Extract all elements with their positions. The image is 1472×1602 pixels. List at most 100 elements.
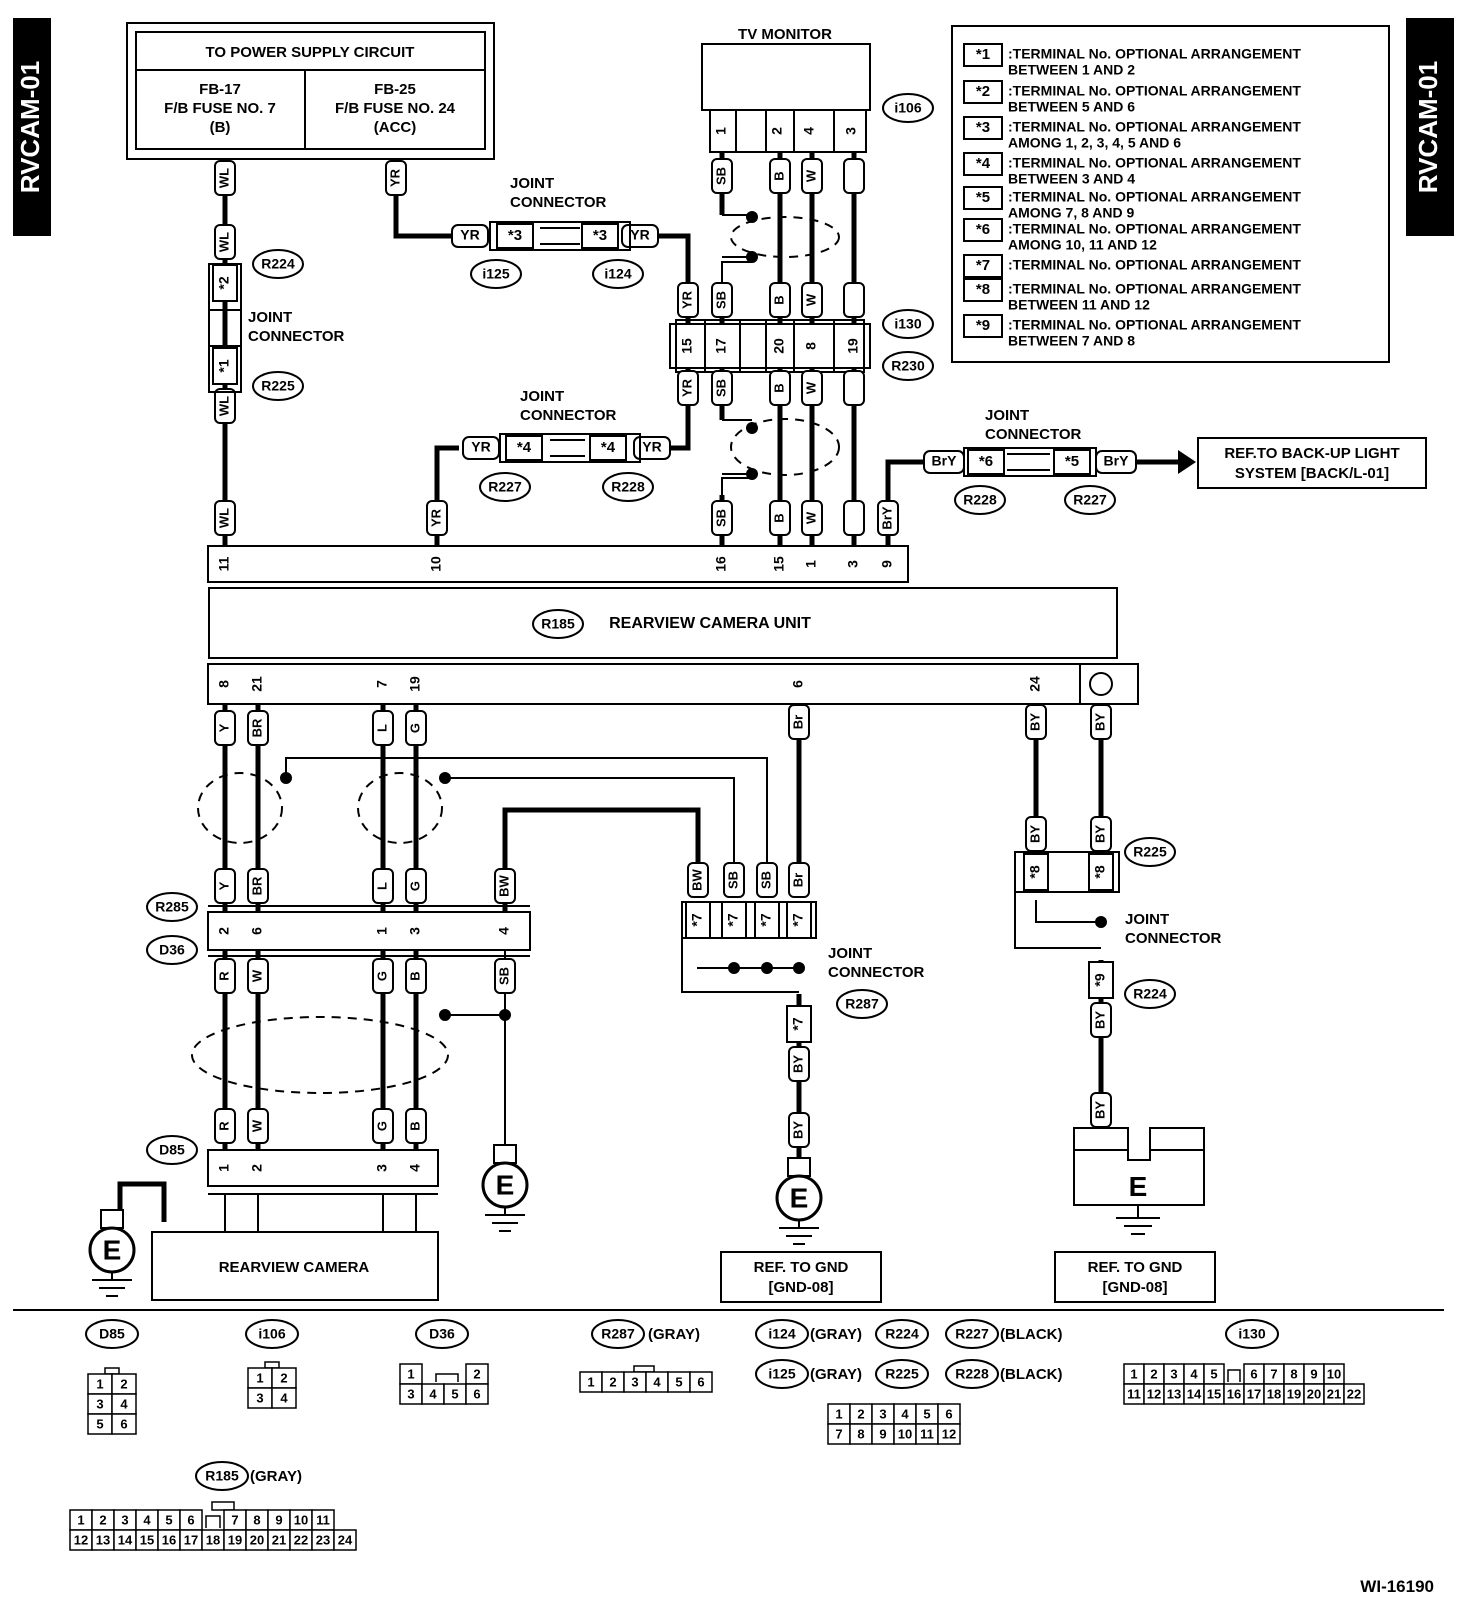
- wire-color-label: G: [372, 958, 394, 994]
- pin-number: 9: [275, 1512, 282, 1527]
- wire-color-label: [843, 158, 865, 194]
- connector-tag-text: R227: [488, 479, 522, 495]
- legend-row: *8:TERMINAL No. OPTIONAL ARRANGEMENTBETW…: [963, 278, 1301, 313]
- arrangement-marker: *7: [754, 901, 780, 939]
- pin-number: 18: [206, 1532, 220, 1547]
- pin-number: 6: [473, 1386, 480, 1401]
- pinout-note: (GRAY): [810, 1326, 862, 1343]
- pin-number: 12: [1147, 1386, 1161, 1401]
- wire-color-label: SB: [711, 500, 733, 536]
- marker-text: *8: [1092, 865, 1108, 878]
- legend-row: *3:TERMINAL No. OPTIONAL ARRANGEMENTAMON…: [963, 116, 1301, 151]
- wire-color-label: B: [769, 158, 791, 194]
- arrangement-marker: *8: [1088, 853, 1114, 891]
- marker-text: *3: [508, 227, 522, 244]
- ground-letter: E: [1129, 1171, 1148, 1202]
- connector-pinout-grid: 13: [399, 1363, 423, 1405]
- legend-key: *2: [976, 83, 990, 100]
- tv-monitor: TV MONITOR 1 2 4 3: [701, 26, 871, 153]
- connector-tag-r225: R225: [1124, 837, 1176, 867]
- arrangement-marker: *2: [212, 264, 238, 302]
- wire-color-text: BY: [790, 1055, 805, 1073]
- wire-color-label: G: [405, 710, 427, 746]
- unit-pin: 16: [713, 556, 729, 572]
- camera-title: REARVIEW CAMERA: [219, 1259, 370, 1276]
- pin-number: 12: [74, 1532, 88, 1547]
- unit-pin: 10: [428, 556, 444, 572]
- wire-color-label: YR: [633, 436, 671, 460]
- wire-color-text: W: [803, 169, 818, 182]
- i130-pin: 15: [679, 338, 695, 354]
- side-tab-right: RVCAM-01: [1406, 18, 1454, 236]
- pin-number: 3: [256, 1390, 263, 1405]
- connector-tag-i125: i125: [470, 259, 522, 289]
- wire-color-label: BY: [1090, 816, 1112, 852]
- wire-color-label: SB: [723, 862, 745, 898]
- pin-number: 4: [429, 1386, 437, 1401]
- pin-number: 3: [121, 1512, 128, 1527]
- i130-pin: 19: [845, 338, 861, 354]
- pinout-note: (BLACK): [1000, 1366, 1062, 1383]
- pin-number: 2: [99, 1512, 106, 1527]
- d85-pin: 2: [249, 1164, 265, 1172]
- wire-color-text: YR: [679, 378, 694, 397]
- pin-number: 6: [187, 1512, 194, 1527]
- arrangement-marker: *9: [1088, 961, 1114, 999]
- arrangement-marker: *4: [505, 435, 543, 461]
- legend-text: BETWEEN 11 AND 12: [1008, 297, 1150, 313]
- gnd-reference-2: REF. TO GND [GND-08]: [1054, 1251, 1216, 1303]
- r285-pin: 1: [374, 927, 390, 935]
- pin-number: 23: [316, 1532, 330, 1547]
- wire-color-text: Br: [790, 715, 805, 729]
- arrangement-marker: *7: [786, 901, 812, 939]
- unit-pin: 21: [249, 676, 265, 692]
- wire-color-label: BR: [247, 710, 269, 746]
- marker-text: *7: [725, 913, 741, 926]
- pinout-note: (GRAY): [250, 1468, 302, 1485]
- wire-color-text: Br: [790, 873, 805, 887]
- junction-dots: [280, 211, 1107, 1021]
- marker-text: *7: [758, 913, 774, 926]
- pinout-tag: R287: [591, 1319, 645, 1349]
- pin-number: 5: [1210, 1366, 1217, 1381]
- legend-key: *5: [976, 189, 990, 206]
- connector-tag-text: R224: [1133, 986, 1167, 1002]
- wire-color-label: Y: [214, 868, 236, 904]
- wire-color-text: YR: [679, 290, 694, 309]
- joint-connector-label: JOINT: [828, 945, 872, 962]
- pin-number: 15: [1207, 1386, 1221, 1401]
- wire-color-label: [843, 500, 865, 536]
- d85-pin: 3: [374, 1164, 390, 1172]
- connector-tag-text: R185: [541, 616, 575, 632]
- legend-text: :TERMINAL No. OPTIONAL ARRANGEMENT: [1008, 317, 1301, 333]
- pin-number: 9: [879, 1426, 886, 1441]
- arrangement-marker: *7: [685, 901, 711, 939]
- marker-text: *7: [790, 1017, 806, 1030]
- pin-number: 1: [77, 1512, 84, 1527]
- fuse-right-line-1: FB-25: [374, 81, 416, 98]
- fuse-left-line-2: F/B FUSE NO. 7: [164, 100, 276, 117]
- wire-color-text: Y: [216, 881, 231, 890]
- wire-color-label: W: [247, 1108, 269, 1144]
- marker-text: *2: [216, 276, 232, 289]
- legend-text: :TERMINAL No. OPTIONAL ARRANGEMENT: [1008, 46, 1301, 62]
- legend-text: :TERMINAL No. OPTIONAL ARRANGEMENT: [1008, 257, 1301, 273]
- wire-color-text: R: [216, 1121, 231, 1131]
- legend-text: :TERMINAL No. OPTIONAL ARRANGEMENT: [1008, 155, 1301, 171]
- connector-tag-r185: R185: [532, 609, 584, 639]
- pinout-tag: D85: [85, 1319, 139, 1349]
- legend-text: :TERMINAL No. OPTIONAL ARRANGEMENT: [1008, 189, 1301, 205]
- legend-text: :TERMINAL No. OPTIONAL ARRANGEMENT: [1008, 119, 1301, 135]
- connector-tag-i124: i124: [592, 259, 644, 289]
- wire-color-text: YR: [387, 168, 402, 187]
- pin-number: 10: [294, 1512, 308, 1527]
- pin-number: 5: [675, 1374, 682, 1389]
- pinout-tag: R225: [875, 1359, 929, 1389]
- power-supply-box: TO POWER SUPPLY CIRCUIT FB-17 F/B FUSE N…: [126, 22, 495, 160]
- legend-row: *9:TERMINAL No. OPTIONAL ARRANGEMENTBETW…: [963, 314, 1301, 349]
- connector-tag-i130: i130: [882, 309, 934, 339]
- tv-pin: 1: [713, 127, 729, 135]
- wire-color-text: SB: [758, 871, 773, 889]
